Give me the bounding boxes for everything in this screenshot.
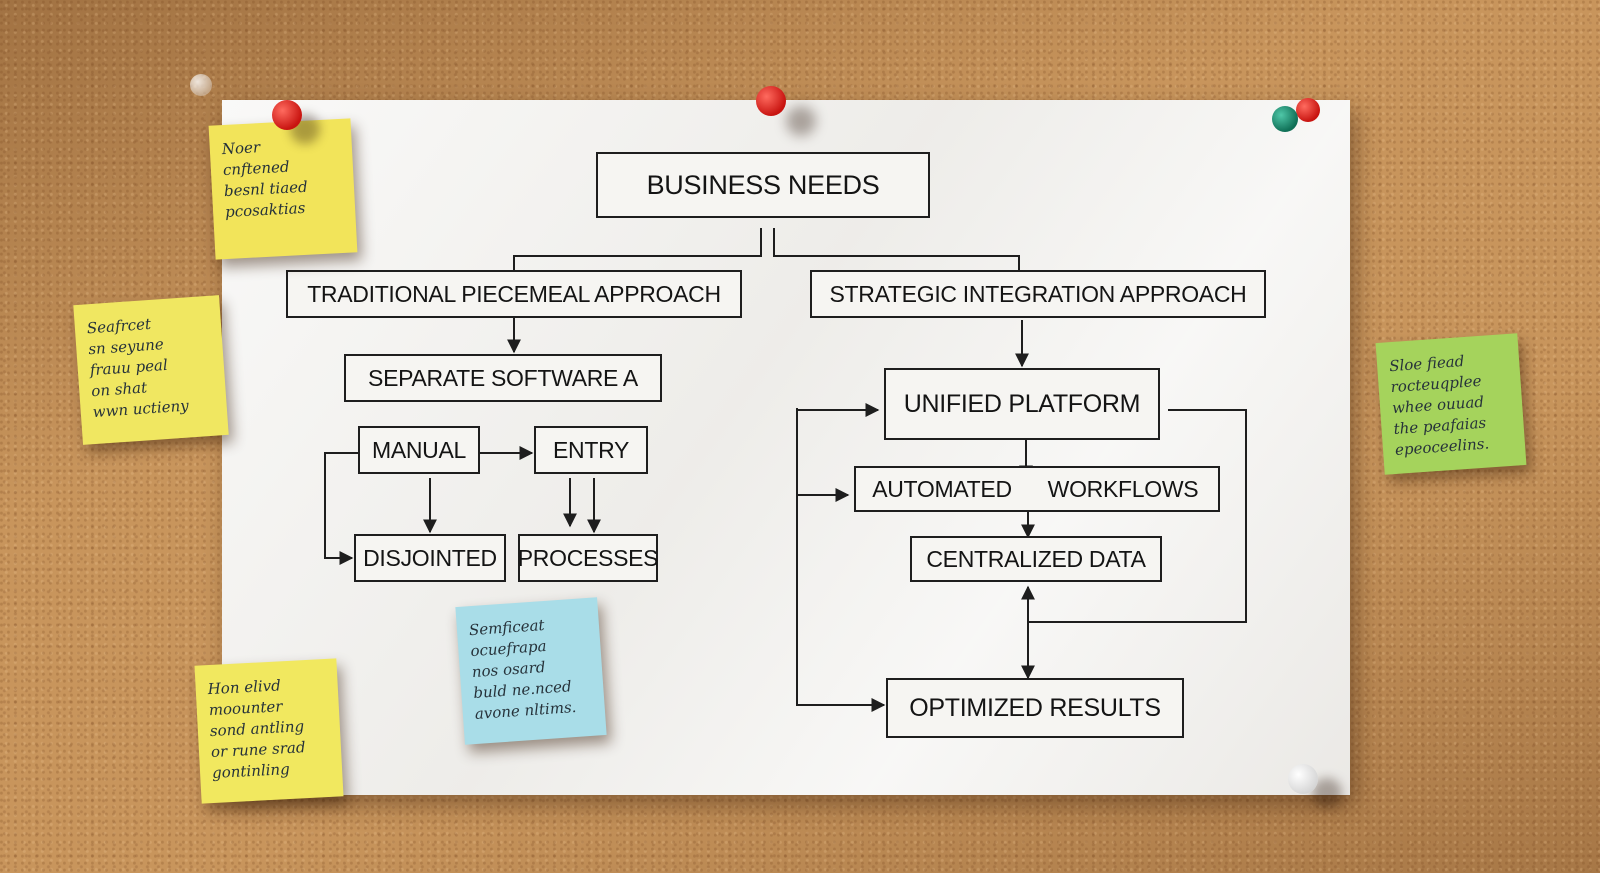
- node-unified-platform: UNIFIED PLATFORM: [884, 368, 1160, 440]
- flowchart-poster: BUSINESS NEEDS TRADITIONAL PIECEMEAL APP…: [222, 100, 1350, 795]
- node-separate-software: SEPARATE SOFTWARE A: [344, 354, 662, 402]
- node-disjointed: DISJOINTED: [354, 534, 506, 582]
- clear-pushpin-icon: [190, 74, 212, 96]
- sticky-note-mid-left: Seafrcet sn seyune frauu peal on shat ww…: [73, 295, 229, 445]
- red-pushpin-icon: [272, 100, 302, 130]
- sticky-note-bottom-left: Hon elivd moounter sond antling or rune …: [194, 658, 344, 804]
- connector-root-right: [773, 228, 1020, 270]
- red-pushpin-icon: [756, 86, 786, 116]
- node-processes: PROCESSES: [518, 534, 659, 582]
- node-optimized-results: OPTIMIZED RESULTS: [886, 678, 1184, 738]
- node-workflows: WORKFLOWS: [1028, 466, 1220, 512]
- sticky-note-right: Sloe fiead rocteuqplee whee ouuad the pe…: [1375, 333, 1527, 475]
- connector-root-left: [513, 228, 762, 270]
- feedback-loop-left-platform: [796, 408, 886, 712]
- arrow-loop-to-disjointed: [324, 452, 358, 565]
- white-pushpin-icon: [1288, 764, 1318, 794]
- red-pushpin-icon: [1296, 98, 1320, 122]
- node-centralized-data: CENTRALIZED DATA: [910, 536, 1162, 582]
- node-traditional-approach: TRADITIONAL PIECEMEAL APPROACH: [286, 270, 742, 318]
- node-business-needs: BUSINESS NEEDS: [596, 152, 930, 218]
- green-pushpin-icon: [1272, 106, 1298, 132]
- connector-lines: [324, 228, 1247, 712]
- sticky-note-top-left: Noer cnftened besnl tiaed pcosaktias: [208, 118, 358, 260]
- feedback-loop-right: [1028, 409, 1247, 623]
- sticky-note-center: Semficeat ocuefrapa nos osard buld ne.nc…: [455, 597, 607, 745]
- node-strategic-approach: STRATEGIC INTEGRATION APPROACH: [810, 270, 1266, 318]
- node-entry: ENTRY: [534, 426, 648, 474]
- node-automated: AUTOMATED: [854, 466, 1028, 512]
- node-manual: MANUAL: [358, 426, 480, 474]
